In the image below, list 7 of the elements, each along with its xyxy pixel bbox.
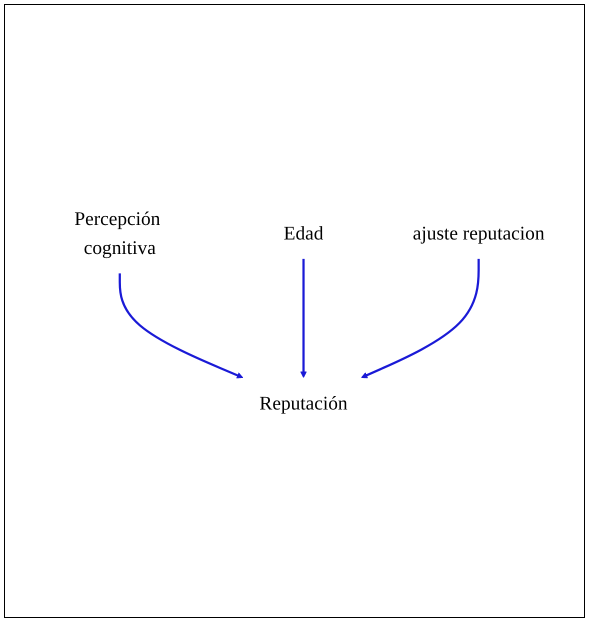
- arrow: [118, 273, 243, 378]
- arrow: [300, 258, 306, 378]
- node-text: ajuste reputacion: [412, 222, 544, 244]
- node-text: Percepción cognitiva: [74, 208, 160, 258]
- node-text: Reputación: [259, 392, 348, 414]
- arrow: [360, 258, 480, 378]
- node-text: Edad: [283, 222, 323, 244]
